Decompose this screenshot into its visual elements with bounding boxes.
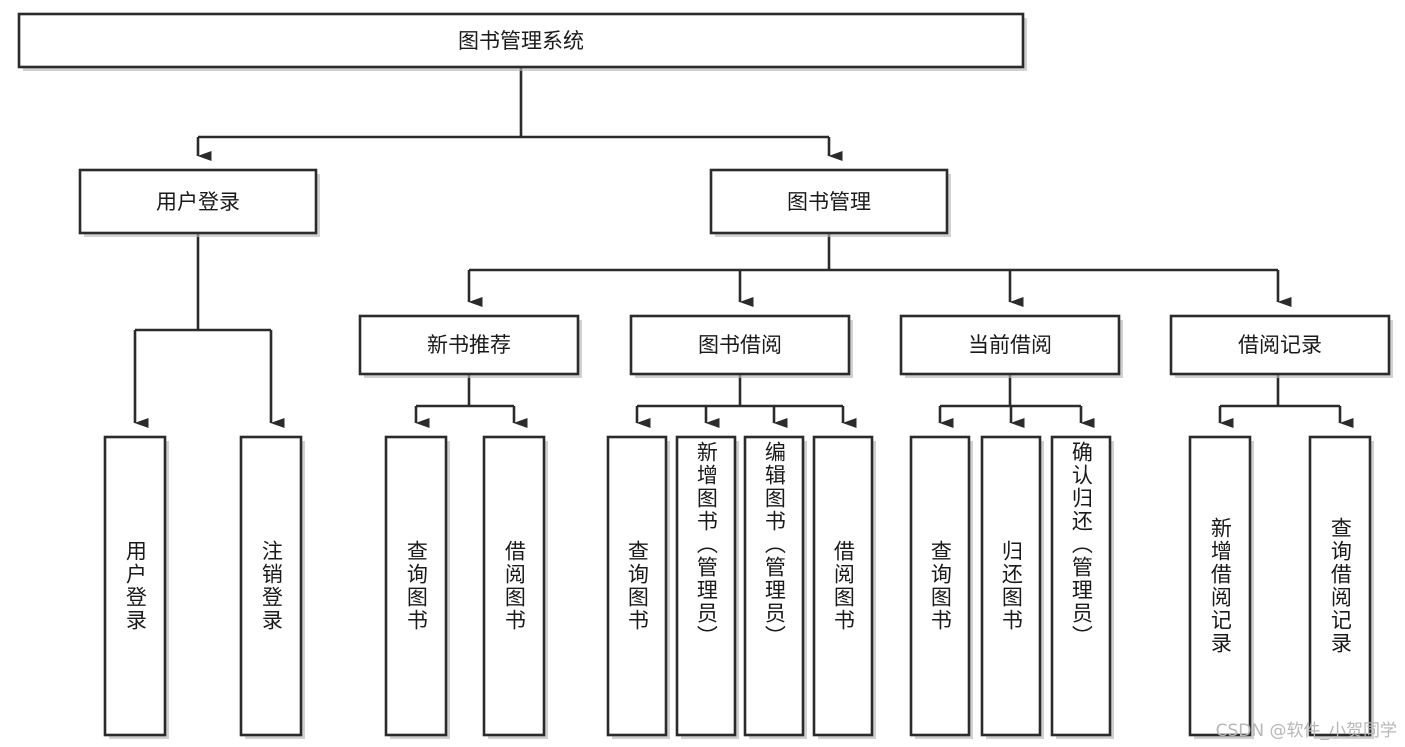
leaf-label-query-book-current: 查询图书 — [928, 540, 953, 632]
leaf-box-borrow-book-rec[interactable] — [482, 435, 546, 737]
leaf-label-logout: 注销登录 — [259, 540, 284, 632]
leaf-label-borrow-book: 借阅图书 — [831, 540, 856, 632]
leaf-label-wrap: 确认归还（管理员） — [1052, 441, 1110, 731]
leaf-label-wrap: 编辑图书（管理员） — [745, 441, 803, 731]
user-login-node-label: 用户登录 — [156, 190, 240, 214]
root-node-box[interactable] — [17, 12, 1025, 69]
book-mgmt-node-label: 图书管理 — [787, 190, 871, 214]
leaf-label-wrap: 查询图书 — [608, 437, 666, 735]
leaf-box-query-book-borrow[interactable] — [606, 435, 668, 737]
leaf-label-wrap: 注销登录 — [241, 437, 301, 735]
leaf-box-logout[interactable] — [239, 435, 303, 737]
leaf-box-user-login[interactable] — [103, 435, 167, 737]
book-mgmt-node-box[interactable] — [709, 168, 949, 235]
leaf-label-return-book: 归还图书 — [999, 540, 1024, 632]
leaf-label-user-login: 用户登录 — [123, 540, 148, 632]
leaf-label-query-book-borrow: 查询图书 — [625, 540, 650, 632]
borrow-record-node-box[interactable] — [1169, 314, 1391, 376]
leaf-box-borrow-book[interactable] — [812, 435, 874, 737]
leaf-box-group — [103, 435, 1374, 739]
leaf-label-wrap: 借阅图书 — [814, 437, 872, 735]
leaf-label-wrap: 查询借阅记录 — [1310, 437, 1370, 735]
new-book-rec-node-box[interactable] — [358, 314, 580, 376]
book-borrow-node-label: 图书借阅 — [698, 333, 782, 357]
leaf-label-query-borrow-record: 查询借阅记录 — [1328, 517, 1353, 655]
borrow-record-node-label: 借阅记录 — [1238, 333, 1322, 357]
leaf-label-edit-book-admin: 编辑图书（管理员） — [762, 441, 787, 648]
leaf-label-wrap: 借阅图书 — [484, 437, 544, 735]
leaf-box-query-book-rec[interactable] — [384, 435, 448, 737]
leaf-label-wrap: 归还图书 — [982, 437, 1040, 735]
leaf-label-wrap: 查询图书 — [386, 437, 446, 735]
node-group: 图书管理系统 用户登录 图书管理 新书推荐 图书借阅 当前借阅 借阅记录 — [17, 12, 1393, 739]
leaf-box-return-book[interactable] — [980, 435, 1042, 737]
connector-group — [133, 67, 1354, 428]
current-borrow-node-box[interactable] — [899, 314, 1121, 376]
root-node-label: 图书管理系统 — [458, 29, 584, 53]
leaf-box-query-book-current[interactable] — [909, 435, 971, 737]
leaf-label-borrow-book-rec: 借阅图书 — [502, 540, 527, 632]
leaf-label-confirm-return-admin: 确认归还（管理员） — [1069, 441, 1094, 648]
book-borrow-node-box[interactable] — [629, 314, 851, 376]
leaf-box-confirm-return-admin[interactable] — [1050, 435, 1112, 737]
leaf-label-add-borrow-record: 新增借阅记录 — [1208, 517, 1233, 655]
leaf-label-query-book-rec: 查询图书 — [404, 540, 429, 632]
leaf-label-wrap: 用户登录 — [105, 437, 165, 735]
leaf-label-wrap: 新增借阅记录 — [1190, 437, 1250, 735]
leaf-label-wrap: 查询图书 — [911, 437, 969, 735]
leaf-box-edit-book-admin[interactable] — [743, 435, 805, 737]
leaf-box-query-borrow-record[interactable] — [1308, 435, 1372, 737]
leaf-label-add-book-admin: 新增图书（管理员） — [694, 441, 719, 648]
user-login-node-box[interactable] — [78, 168, 318, 235]
leaf-box-add-book-admin[interactable] — [675, 435, 737, 737]
new-book-rec-node-label: 新书推荐 — [427, 333, 511, 357]
leaf-label-wrap: 新增图书（管理员） — [677, 441, 735, 731]
current-borrow-node-label: 当前借阅 — [968, 333, 1052, 357]
leaf-box-add-borrow-record[interactable] — [1188, 435, 1252, 737]
